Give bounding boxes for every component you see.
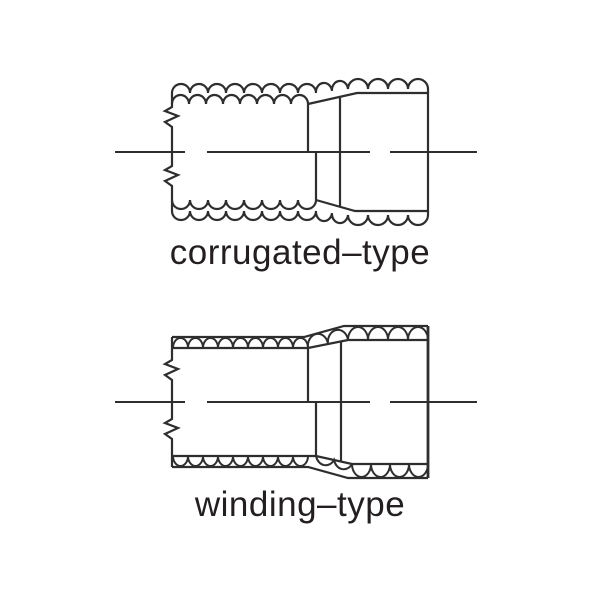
winding-bottom-wall-arcs: [172, 455, 309, 467]
corrugated-outer-top-wall: [170, 77, 430, 94]
winding-inner-bottom-wall: [172, 454, 428, 466]
winding-top-wall-arcs: [172, 337, 309, 349]
winding-bottom-taper-arcs: [315, 455, 353, 471]
corrugated-outer-bottom-wall: [170, 210, 430, 227]
corrugated-type-label: corrugated–type: [169, 233, 431, 272]
winding-socket-top-arcs: [347, 326, 429, 341]
winding-outer-top-wall: [172, 324, 428, 339]
winding-outer-bottom-wall: [172, 465, 428, 480]
corrugated-step-verticals: [306, 97, 342, 207]
corrugated-socket-inner-top: [307, 91, 428, 106]
winding-step-verticals: [306, 341, 343, 462]
winding-inner-top-wall: [172, 338, 428, 350]
corrugated-inner-bottom-wall: [170, 199, 318, 211]
winding-break-edge: [162, 337, 181, 467]
winding-socket-bottom-arcs: [351, 463, 429, 478]
corrugated-pipe-drawing: [115, 77, 477, 227]
winding-pipe-drawing: [115, 324, 477, 480]
corrugated-socket-inner-bottom: [315, 198, 428, 213]
winding-type-label: winding–type: [194, 485, 406, 524]
corrugated-inner-top-wall: [170, 93, 310, 105]
winding-top-taper-arcs: [306, 328, 349, 349]
corrugated-break-edge: [162, 93, 181, 211]
